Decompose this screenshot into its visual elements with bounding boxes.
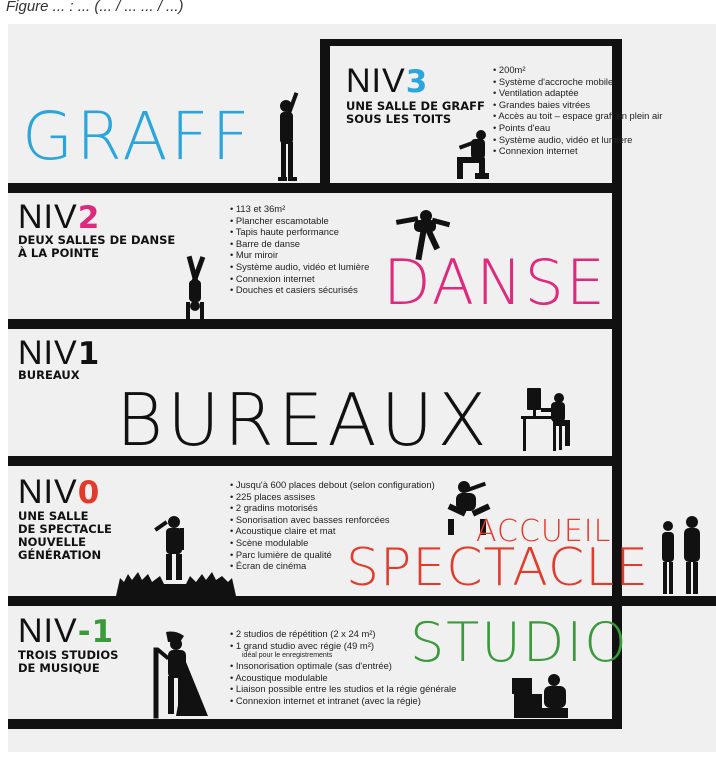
niv3-feature-item: Points d'eau [493,122,662,134]
nivm1-title: NIV-1 [18,614,114,649]
niv3-feature-item: Ventilation adaptée [493,87,662,99]
niv1-prefix: NIV [18,334,78,372]
niv3-prefix: NIV [346,62,406,100]
nivm1-feature-item: 2 studios de répétition (2 x 24 m²) [230,628,456,640]
niv3-number: 3 [405,64,429,100]
niv0-features-list: Jusqu'à 600 places debout (selon configu… [230,479,435,572]
niv2-feature-item: Système audio, vidéo et lumière [230,261,369,273]
spectacle-label: SPECTACLE [346,538,650,598]
niv0-feature-item: Jusqu'à 600 places debout (selon configu… [230,479,435,491]
niv1-number: 1 [77,336,101,372]
floor-bar-2 [8,319,622,329]
niv2-prefix: NIV [18,198,78,236]
nivm1-feature-item: Acoustique modulable [230,672,456,684]
accueil-label: ACCUEIL [476,514,612,549]
niv3-feature-item: Grandes baies vitrées [493,99,662,111]
niv0-feature-item: Acoustique claire et mat [230,525,435,537]
niv3-feature-item: 200m² [493,64,662,76]
nivm1-feature-note: idéal pour le enregistrements [242,652,333,660]
nivm1-number: -1 [77,614,115,650]
niv3-feature-item: Système d'accroche mobile [493,76,662,88]
niv3-left-wall [320,39,330,193]
kneeling-artist-icon [457,130,489,179]
studio-label: STUDIO [410,611,629,674]
niv3-title: NIV3 [346,64,428,99]
niv0-feature-item: Scène modulable [230,537,435,549]
niv2-feature-item: Mur miroir [230,249,369,261]
nivm1-feature-item: Insonorisation optimale (sas d'entrée) [230,660,456,672]
niv1-title: NIV1 [18,336,100,371]
niv0-feature-item: 2 gradins motorisés [230,502,435,514]
niv0-feature-item: 225 places assises [230,491,435,503]
floor-bar-1 [8,456,622,466]
niv2-feature-item: Douches et casiers sécurisés [230,284,369,296]
niv2-feature-item: Tapis haute performance [230,226,369,238]
nivm1-feature-item: 1 grand studio avec régie (49 m²) [230,640,456,652]
nivm1-feature-item: Connexion internet et intranet (avec la … [230,695,456,707]
visitors-icon [662,516,700,594]
niv2-subtitle: DEUX SALLES DE DANSE À LA POINTE [18,233,176,260]
niv3-feature-item: Accès au toit – espace graff en plein ai… [493,110,662,122]
niv0-feature-item: Parc lumière de qualité [230,549,435,561]
singer-with-crowd-icon [116,516,236,596]
niv3-feature-item: Système audio, vidéo et lumière [493,134,662,146]
niv0-title: NIV0 [18,475,100,510]
ground-bar [8,596,716,606]
studio-engineer-icon [512,674,568,718]
niv3-feature-item: Connexion internet [493,145,662,157]
nivm1-features-list: 2 studios de répétition (2 x 24 m²)1 gra… [230,628,456,707]
niv3-roof-bar [320,39,622,46]
niv3-subtitle: UNE SALLE DE GRAFF SOUS LES TOITS [346,99,485,126]
danse-label: DANSE [383,246,607,319]
niv2-feature-item: Barre de danse [230,238,369,250]
niv1-subtitle: BUREAUX [18,368,80,382]
graffiti-artist-icon [278,92,299,181]
singer-with-microphone-icon [153,631,208,719]
figure-caption: Figure ... : ... (... / ... ... / ...) [6,0,184,15]
niv2-number: 2 [77,200,101,236]
niv0-feature-item: Écran de cinéma [230,560,435,572]
graff-label: GRAFF [22,98,253,175]
jumping-performer-icon [447,481,491,535]
floor-bar-3 [8,183,622,193]
niv0-subtitle: UNE SALLE DE SPECTACLE NOUVELLE GÉNÉRATI… [18,509,112,562]
nivm1-subtitle: TROIS STUDIOS DE MUSIQUE [18,648,119,675]
niv2-title: NIV2 [18,200,100,235]
niv0-number: 0 [77,475,101,511]
bureaux-label: BUREAUX [116,378,491,462]
niv2-feature-item: 113 et 36m² [230,203,369,215]
niv0-prefix: NIV [18,473,78,511]
handstand-dancer-icon [186,255,206,324]
niv2-feature-item: Plancher escamotable [230,215,369,227]
niv2-feature-item: Connexion internet [230,273,369,285]
building-infographic: GRAFF NIV3 UNE SALLE DE GRAFF SOUS LES T… [8,24,716,752]
niv3-features-list: 200m²Système d'accroche mobileVentilatio… [493,64,662,157]
niv2-features-list: 113 et 36m²Plancher escamotableTapis hau… [230,203,370,296]
breakdancer-icon [395,210,451,261]
nivm1-feature-item: Liaison possible entre les studios et la… [230,683,456,695]
office-worker-icon [521,388,570,451]
nivm1-prefix: NIV [18,612,78,650]
niv0-feature-item: Sonorisation avec basses renforcées [230,514,435,526]
building-bottom-bar [8,719,622,729]
